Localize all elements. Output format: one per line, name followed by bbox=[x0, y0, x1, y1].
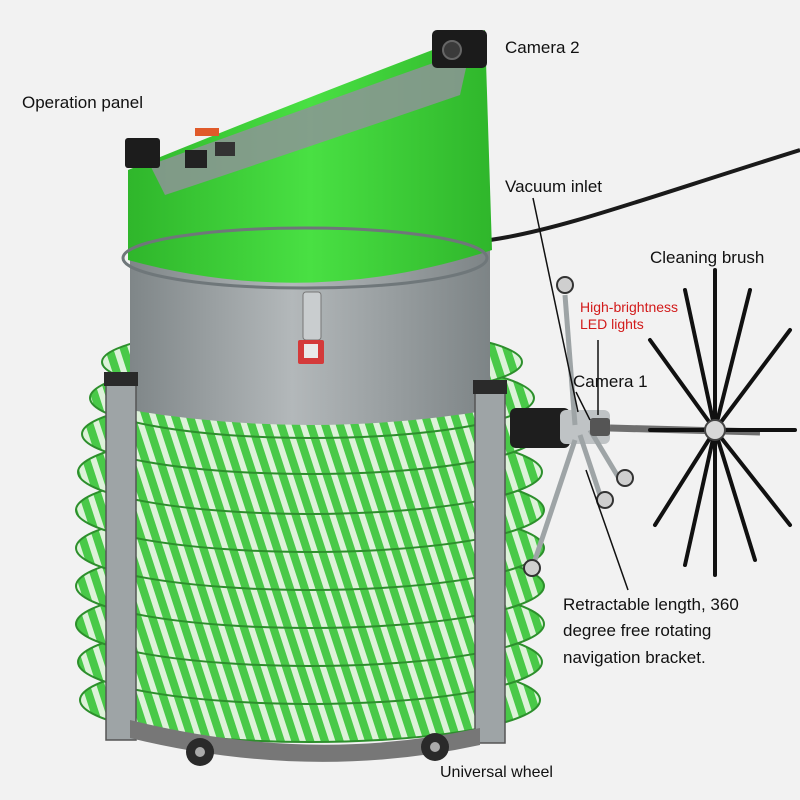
operation-panel bbox=[125, 128, 235, 168]
navigation-bracket bbox=[532, 294, 623, 561]
label-camera-2: Camera 2 bbox=[505, 38, 580, 57]
label-bracket-line-2: degree free rotating bbox=[563, 621, 712, 641]
leader-lines bbox=[532, 197, 629, 591]
frame-post-left bbox=[105, 374, 137, 741]
brush-icon bbox=[648, 268, 797, 577]
label-led-line-1: High-brightness bbox=[580, 299, 679, 315]
label-cleaning-brush: Cleaning brush bbox=[650, 248, 765, 267]
label-led-lights: High-brightness LED lights bbox=[580, 299, 678, 333]
label-led-line-2: LED lights bbox=[580, 315, 644, 332]
label-camera-1: Camera 1 bbox=[573, 372, 648, 391]
camera-icon bbox=[432, 30, 487, 68]
label-universal-wheel: Universal wheel bbox=[440, 764, 553, 781]
wheel-icon bbox=[186, 733, 449, 766]
label-navigation-bracket: Retractable length, 360 degree free rota… bbox=[563, 592, 783, 671]
label-vacuum-inlet: Vacuum inlet bbox=[505, 177, 603, 196]
label-bracket-line-3: navigation bracket. bbox=[563, 647, 706, 667]
panel-surface bbox=[150, 50, 470, 195]
vacuum-inlet-nozzle bbox=[510, 408, 570, 448]
latch-icon bbox=[298, 291, 324, 364]
label-bracket-line-1: Retractable length, 360 bbox=[563, 595, 739, 614]
label-operation-panel: Operation panel bbox=[22, 93, 143, 112]
power-cable bbox=[489, 148, 800, 242]
frame-post-right bbox=[474, 382, 506, 744]
